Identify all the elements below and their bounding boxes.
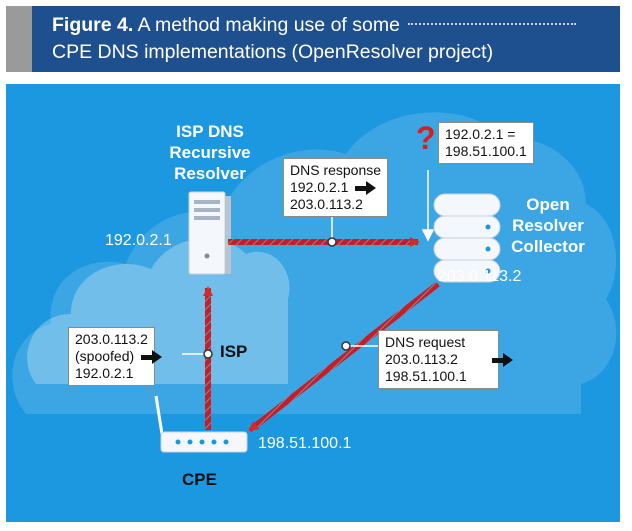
dns-request-arrow <box>248 281 440 433</box>
resolver-ip: 192.0.2.1 <box>105 232 172 249</box>
query-line2: 198.51.100.1 <box>445 143 527 159</box>
dns-request-to: 198.51.100.1 <box>385 368 467 384</box>
question-mark-icon: ? <box>416 120 436 156</box>
collector-ip: 203.0.113.2 <box>438 268 522 285</box>
collector-label-line1: Open <box>526 195 570 214</box>
resolver-label-line2: Recursive <box>169 143 251 162</box>
title-dotted-rule <box>407 22 576 25</box>
collector-label-line2: Resolver <box>512 216 584 235</box>
dns-response-to: 203.0.113.2 <box>290 196 363 212</box>
cpe-ip: 198.51.100.1 <box>258 435 352 452</box>
spoofed-to: 192.0.2.1 <box>75 365 134 381</box>
dns-request-title: DNS request <box>385 334 466 350</box>
resolver-label-line3: Resolver <box>174 164 246 183</box>
database-server-icon <box>433 193 501 283</box>
figure-header <box>6 6 620 72</box>
collector-label: Open Resolver Collector <box>502 194 594 257</box>
dns-response-title: DNS response <box>290 162 382 178</box>
spoofed-note: (spoofed) <box>75 348 135 364</box>
dns-response-box: DNS response 192.0.2.1 203.0.113.2 <box>283 158 389 217</box>
figure-title-line1: A method making use of some <box>137 14 400 36</box>
figure-label: Figure 4. <box>52 14 134 36</box>
router-icon <box>154 395 248 453</box>
dns-request-box: DNS request 203.0.113.2 198.51.100.1 <box>378 330 513 389</box>
diagram-panel: ISP DNS Recursive Resolver 192.0.2.1 Ope… <box>6 84 620 522</box>
figure-title-line2: CPE DNS implementations (OpenResolver pr… <box>52 41 494 63</box>
dns-request-from: 203.0.113.2 <box>385 351 458 367</box>
header-accent-bar <box>6 6 32 72</box>
isp-label: ISP <box>220 342 248 361</box>
collector-label-line3: Collector <box>511 237 585 256</box>
resolution-query-box: 192.0.2.1 = 198.51.100.1 <box>438 122 534 164</box>
resolver-label-line1: ISP DNS <box>176 122 244 141</box>
cpe-label: CPE <box>182 470 217 489</box>
figure-title: Figure 4. A method making use of some CP… <box>52 12 612 66</box>
spoofed-packet-box: 203.0.113.2 (spoofed) 192.0.2.1 <box>68 327 163 386</box>
query-line1: 192.0.2.1 = <box>445 126 516 142</box>
spoofed-from: 203.0.113.2 <box>75 331 148 347</box>
server-tower-icon <box>188 191 231 275</box>
resolver-label: ISP DNS Recursive Resolver <box>160 121 260 184</box>
label-connectors <box>182 170 435 359</box>
dns-response-from: 192.0.2.1 <box>290 179 349 195</box>
